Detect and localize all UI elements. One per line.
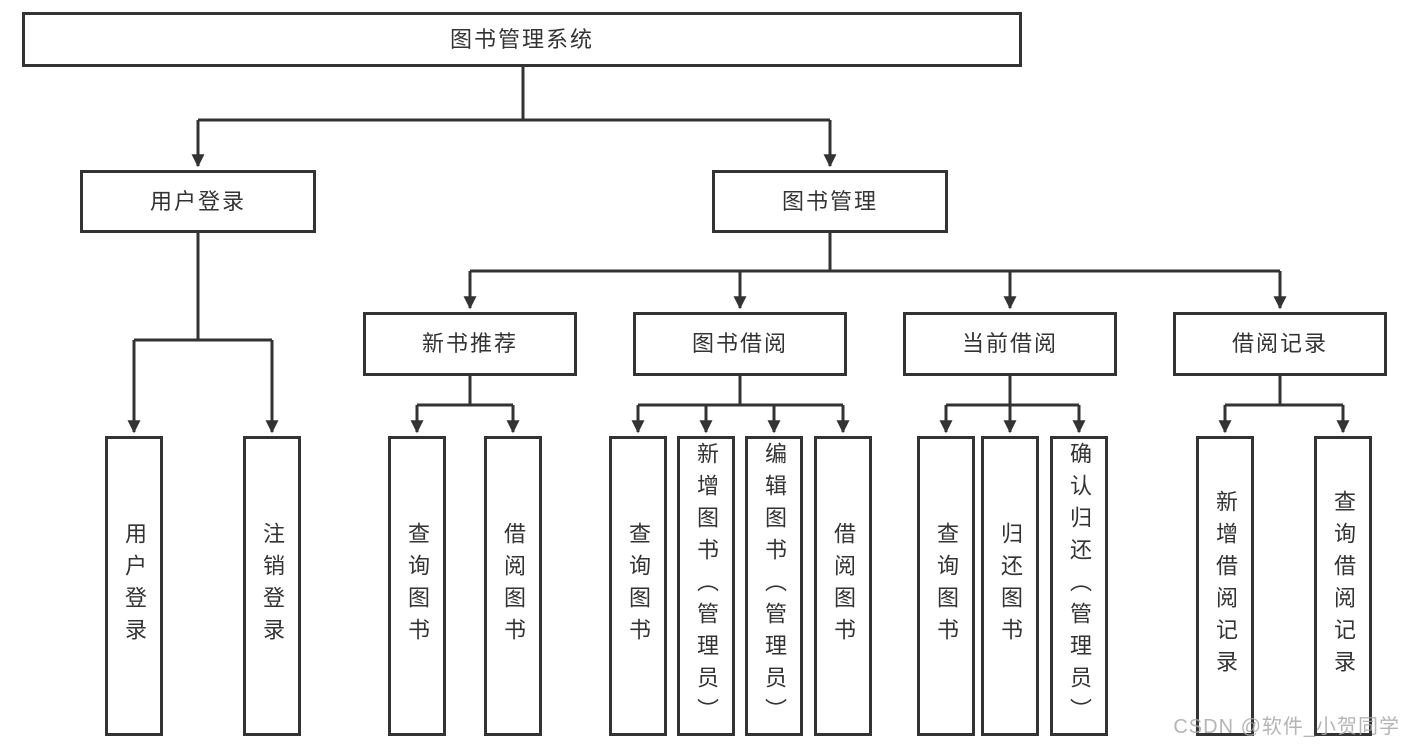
leaf-borrowing-edit-books-admin: 编辑图书（管理员） [745,436,803,736]
leaf-borrowing-add-books-admin: 新增图书（管理员） [677,436,735,736]
leaf-borrowing-borrow-books: 借阅图书 [814,436,872,736]
leaf-borrowing-query-books: 查询图书 [609,436,667,736]
leaf-records-query-record: 查询借阅记录 [1314,436,1372,736]
leaf-current-query-books: 查询图书 [917,436,975,736]
leaf-logout: 注销登录 [243,436,301,736]
node-book-borrowing: 图书借阅 [633,312,847,376]
leaf-recommend-borrow-books: 借阅图书 [484,436,542,736]
leaf-recommend-query-books: 查询图书 [388,436,446,736]
node-user-login: 用户登录 [80,170,316,233]
node-borrowing-records: 借阅记录 [1173,312,1387,376]
node-root-system: 图书管理系统 [22,12,1022,67]
node-current-borrowing: 当前借阅 [903,312,1117,376]
leaf-records-add-record: 新增借阅记录 [1196,436,1254,736]
leaf-user-login: 用户登录 [105,436,163,736]
leaf-current-confirm-return-admin: 确认归还（管理员） [1050,436,1108,736]
node-new-book-recommend: 新书推荐 [363,312,577,376]
csdn-watermark: CSDN @软件_小贺同学 [1173,716,1400,738]
node-book-management: 图书管理 [712,170,948,233]
leaf-current-return-books: 归还图书 [981,436,1039,736]
